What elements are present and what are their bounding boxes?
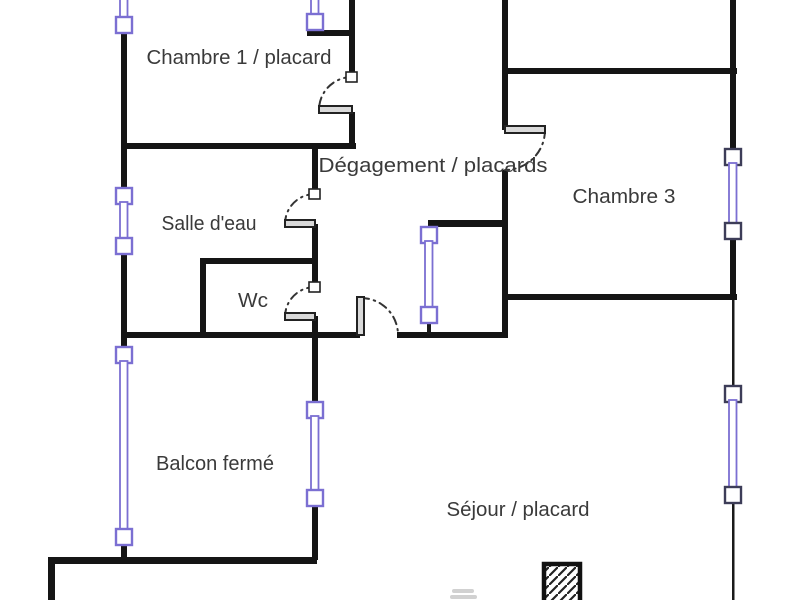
door-hinge-node (308, 281, 321, 293)
wall-segment (200, 258, 318, 264)
wall-segment (502, 0, 508, 130)
door-swing-arc (504, 129, 546, 171)
room-label-wc: Wc (238, 290, 268, 312)
wall-segment (312, 338, 318, 404)
window-endcap (419, 305, 439, 325)
wall-segment (502, 294, 737, 300)
wall-segment (502, 170, 508, 338)
door-swing-arc (360, 297, 399, 336)
wall-segment (397, 332, 508, 338)
wall-segment (312, 504, 318, 560)
door-hinge-node (308, 188, 321, 200)
window-glass (310, 415, 320, 493)
wall-segment (48, 557, 317, 564)
wall-segment (427, 322, 431, 334)
room-label-chambre3: Chambre 3 (573, 186, 676, 208)
window-glass (119, 360, 129, 532)
door-leaf (356, 296, 365, 336)
doors (284, 71, 546, 336)
door-leaf (318, 105, 353, 114)
bottom-edge-artifact (450, 589, 477, 599)
windows (114, 0, 743, 547)
window-glass (728, 399, 738, 490)
flue-hatch (541, 561, 583, 600)
window-glass (119, 0, 129, 19)
window-endcap (114, 15, 134, 35)
window-endcap (114, 236, 134, 256)
wall-segment (121, 143, 356, 149)
window-glass (424, 240, 434, 310)
window-endcap (723, 221, 743, 241)
wall-segment (307, 30, 355, 36)
wall-segment (121, 543, 127, 564)
smudge (452, 589, 474, 593)
wall-segment (200, 258, 206, 338)
wall-segment (502, 68, 737, 74)
wall-segment (312, 316, 318, 338)
smudge (450, 595, 477, 599)
wall-segment (48, 557, 55, 600)
wall-segment (121, 252, 127, 350)
wall-segment (312, 146, 318, 197)
window-endcap (723, 485, 743, 505)
wall-segment (121, 33, 127, 191)
room-label-balcon: Balcon fermé (156, 453, 274, 475)
wall-segment (732, 300, 735, 388)
wall-segment (349, 112, 355, 149)
wall-segment (428, 220, 508, 227)
wall-segment (730, 237, 736, 297)
flue-duct (541, 561, 583, 600)
window-endcap (305, 488, 325, 508)
room-label-chambre1: Chambre 1 / placard (147, 47, 332, 69)
room-label-salle-deau: Salle d'eau (162, 213, 257, 235)
room-labels: Chambre 1 / placard Dégagement / placard… (147, 47, 676, 521)
door-leaf (284, 312, 316, 321)
window-glass (728, 162, 738, 226)
door-hinge-node (345, 71, 358, 83)
door-leaf (284, 219, 316, 228)
walls (48, 0, 737, 600)
door-leaf (504, 125, 546, 134)
window-endcap (114, 527, 134, 547)
wall-segment (121, 332, 360, 338)
window-endcap (305, 12, 325, 32)
room-label-sejour: Séjour / placard (447, 499, 590, 521)
room-label-degagement: Dégagement / placards (319, 155, 548, 177)
wall-segment (730, 0, 736, 151)
wall-segment (312, 224, 318, 290)
wall-segment (732, 501, 735, 600)
wall-segment (349, 0, 355, 75)
window-glass (119, 201, 129, 241)
